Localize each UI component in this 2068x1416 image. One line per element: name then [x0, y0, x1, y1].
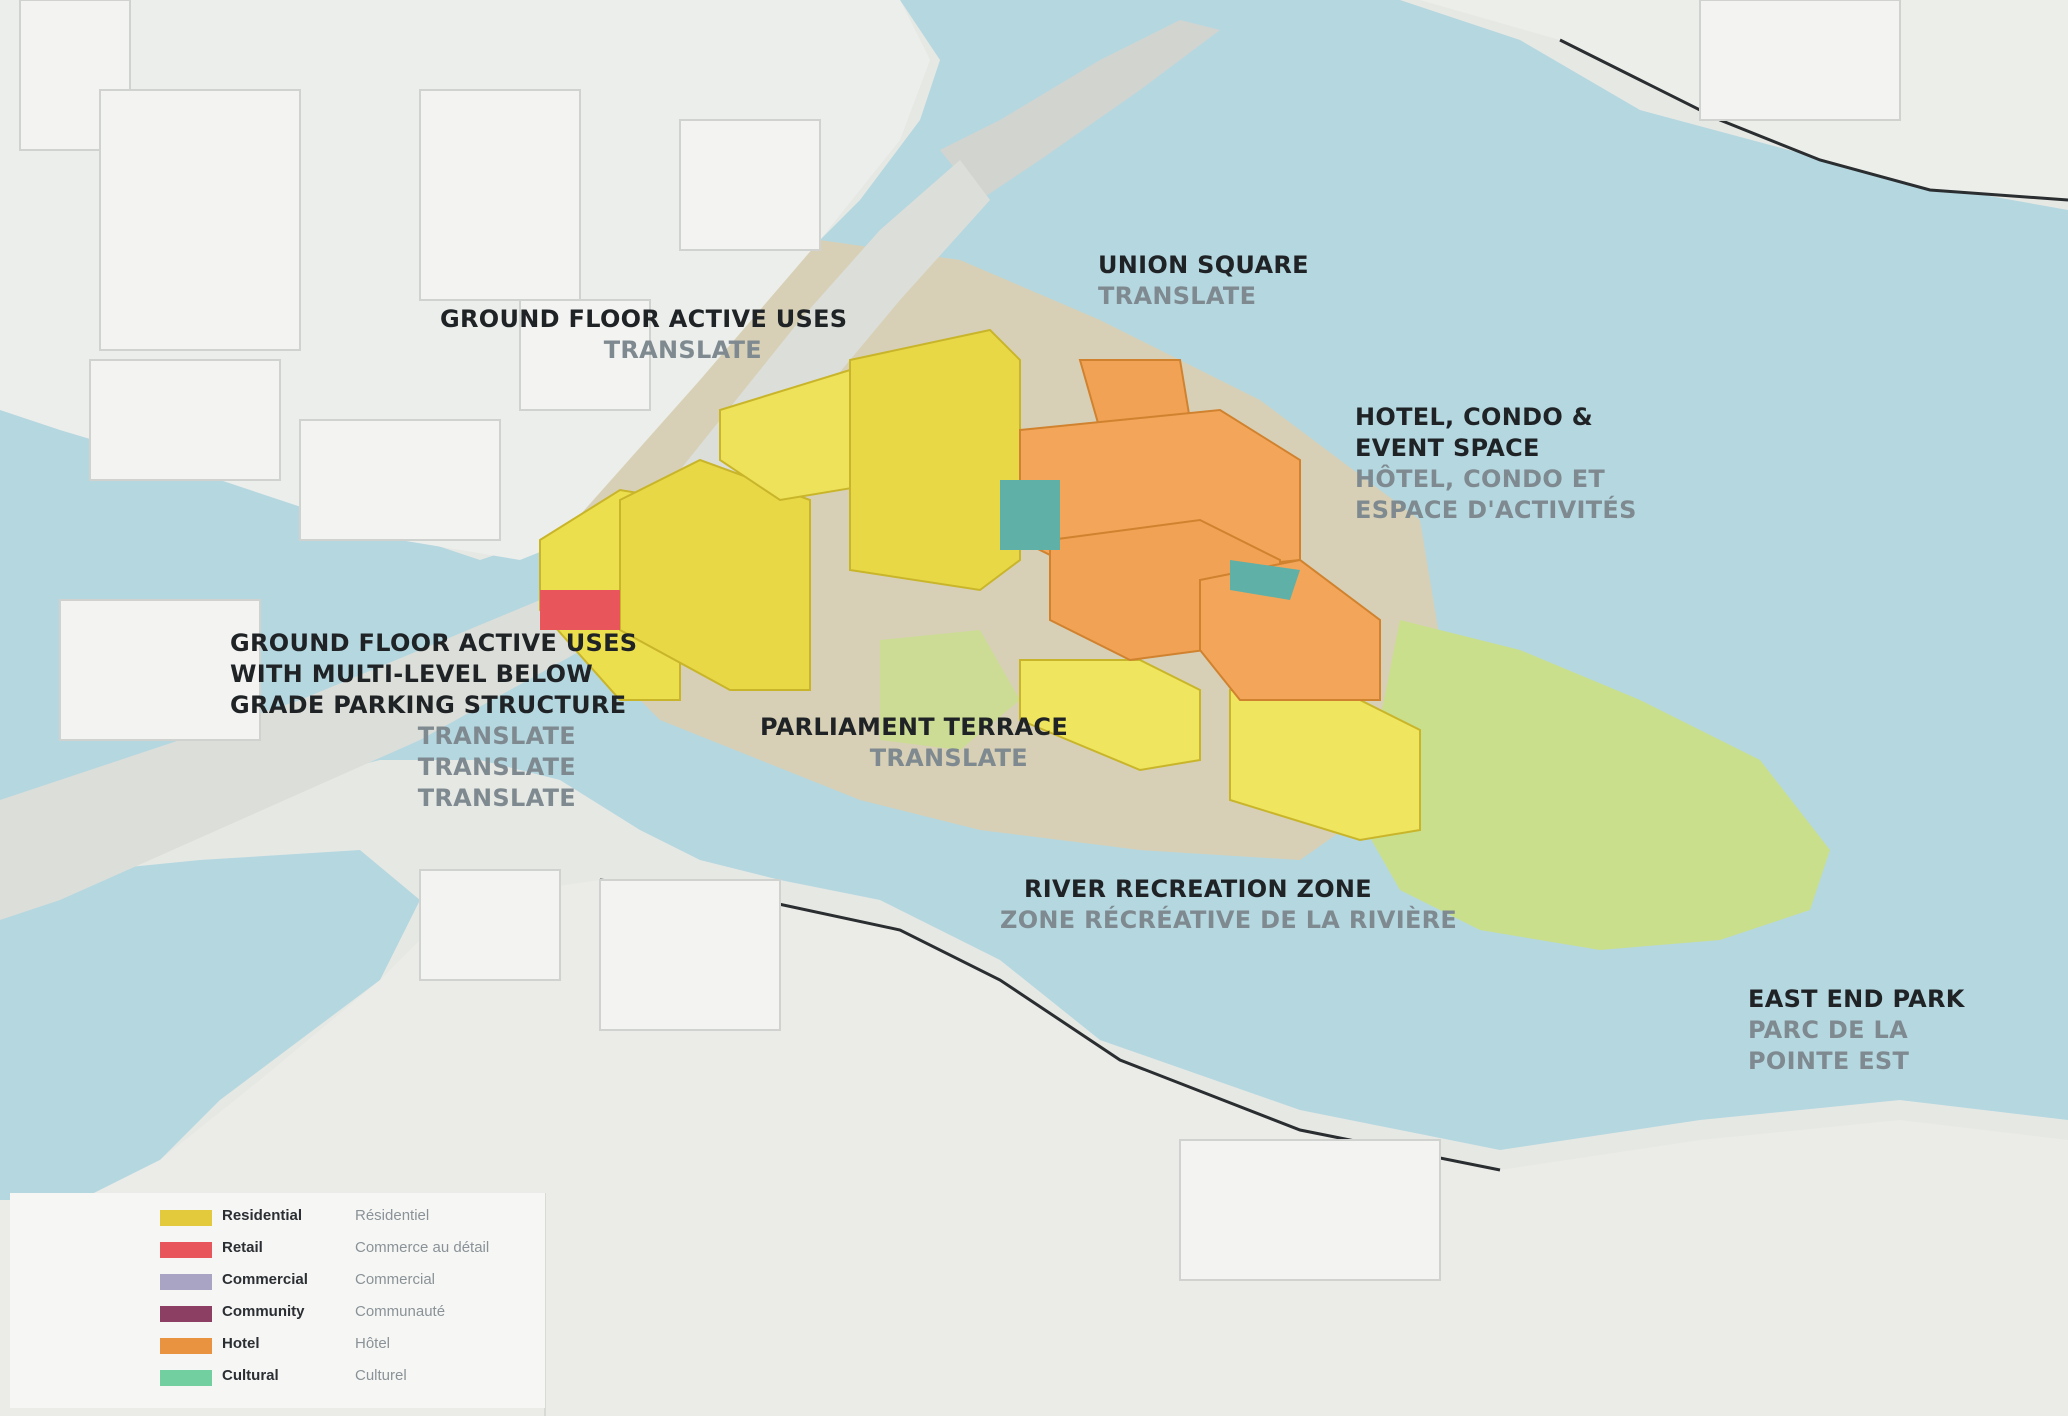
shoreline-edge	[1559, 38, 2068, 202]
legend-label-fr: Culturel	[355, 1367, 407, 1384]
label-fr: TRANSLATE	[869, 744, 1028, 772]
label-east-end-park: EAST END PARK PARC DE LA POINTE EST	[1748, 984, 1965, 1077]
city-building	[59, 599, 261, 741]
city-building	[679, 119, 821, 251]
legend: Residential Résidentiel Retail Commerce …	[10, 1193, 545, 1408]
label-en: UNION SQUARE	[1098, 251, 1309, 279]
canal-water	[0, 850, 420, 1200]
city-buildings	[19, 0, 1901, 1281]
label-fr: PARC DE LA	[1748, 1016, 1908, 1044]
label-union-square: UNION SQUARE TRANSLATE	[1098, 250, 1309, 312]
label-en: RIVER RECREATION ZONE	[1023, 875, 1372, 903]
residential-block	[1019, 659, 1201, 772]
label-fr: TRANSLATE	[603, 336, 762, 364]
legend-item-cultural: Cultural Culturel	[10, 1362, 545, 1392]
label-en: GROUND FLOOR ACTIVE USES	[440, 305, 848, 333]
label-en: EVENT SPACE	[1355, 434, 1540, 462]
legend-label-en: Retail	[222, 1239, 263, 1256]
teal-roof	[1230, 560, 1300, 600]
legend-label-fr: Commerce au détail	[355, 1239, 490, 1256]
hotel-buildings	[1000, 359, 1381, 701]
label-en: HOTEL, CONDO &	[1355, 403, 1593, 431]
legend-label-en: Cultural	[222, 1367, 279, 1384]
label-fr: TRANSLATE	[417, 784, 576, 812]
label-ground-floor-active-uses: GROUND FLOOR ACTIVE USES TRANSLATE	[440, 304, 848, 366]
legend-swatch	[160, 1210, 212, 1226]
label-ground-floor-parking: GROUND FLOOR ACTIVE USES WITH MULTI-LEVE…	[230, 628, 638, 814]
label-fr: TRANSLATE	[1098, 282, 1257, 310]
legend-swatch	[160, 1370, 212, 1386]
teal-roof	[1000, 480, 1060, 550]
city-building	[419, 869, 561, 981]
residential-tower	[849, 328, 1021, 592]
residential-buildings	[539, 328, 1421, 842]
label-en: WITH MULTI-LEVEL BELOW	[230, 660, 594, 688]
legend-swatch	[160, 1306, 212, 1322]
legend-item-residential: Residential Résidentiel	[10, 1202, 545, 1232]
label-fr: ZONE RÉCRÉATIVE DE LA RIVIÈRE	[1000, 906, 1458, 934]
label-fr: POINTE EST	[1748, 1047, 1910, 1075]
legend-label-fr: Communauté	[355, 1303, 446, 1320]
city-building	[99, 89, 301, 351]
label-en: GRADE PARKING STRUCTURE	[230, 691, 627, 719]
label-en: GROUND FLOOR ACTIVE USES	[230, 629, 638, 657]
city-building	[89, 359, 281, 481]
city-building	[519, 299, 651, 411]
legend-item-hotel: Hotel Hôtel	[10, 1330, 545, 1360]
legend-label-en: Hotel	[222, 1335, 260, 1352]
city-building	[1699, 0, 1901, 121]
label-en: EAST END PARK	[1748, 985, 1965, 1013]
legend-label-fr: Commercial	[355, 1271, 436, 1288]
label-en: PARLIAMENT TERRACE	[760, 713, 1069, 741]
label-fr: TRANSLATE	[417, 722, 576, 750]
city-building	[599, 879, 781, 1031]
hotel-block	[1199, 558, 1381, 701]
label-fr: HÔTEL, CONDO ET	[1355, 465, 1606, 493]
city-building	[1179, 1139, 1441, 1281]
legend-item-community: Community Communauté	[10, 1298, 545, 1328]
legend-label-fr: Hôtel	[355, 1335, 391, 1352]
label-fr: TRANSLATE	[417, 753, 576, 781]
legend-label-fr: Résidentiel	[355, 1207, 430, 1224]
legend-label-en: Commercial	[222, 1271, 308, 1288]
label-fr: ESPACE D'ACTIVITÉS	[1355, 496, 1637, 524]
bridge	[940, 20, 1220, 200]
legend-item-retail: Retail Commerce au détail	[10, 1234, 545, 1264]
legend-swatch	[160, 1338, 212, 1354]
city-building	[419, 89, 581, 301]
legend-swatch	[160, 1274, 212, 1290]
east-end-park-area	[1360, 620, 1830, 950]
city-building	[299, 419, 501, 541]
legend-swatch	[160, 1242, 212, 1258]
legend-label-en: Community	[222, 1303, 305, 1320]
label-hotel-condo-event-space: HOTEL, CONDO & EVENT SPACE HÔTEL, CONDO …	[1355, 402, 1637, 526]
terrace-green	[880, 630, 1020, 750]
retail-strip	[540, 590, 620, 630]
legend-item-commercial: Commercial Commercial	[10, 1266, 545, 1296]
legend-label-en: Residential	[222, 1207, 303, 1224]
label-parliament-terrace: PARLIAMENT TERRACE TRANSLATE	[760, 712, 1069, 774]
label-river-recreation-zone: RIVER RECREATION ZONE ZONE RÉCRÉATIVE DE…	[1000, 874, 1458, 936]
